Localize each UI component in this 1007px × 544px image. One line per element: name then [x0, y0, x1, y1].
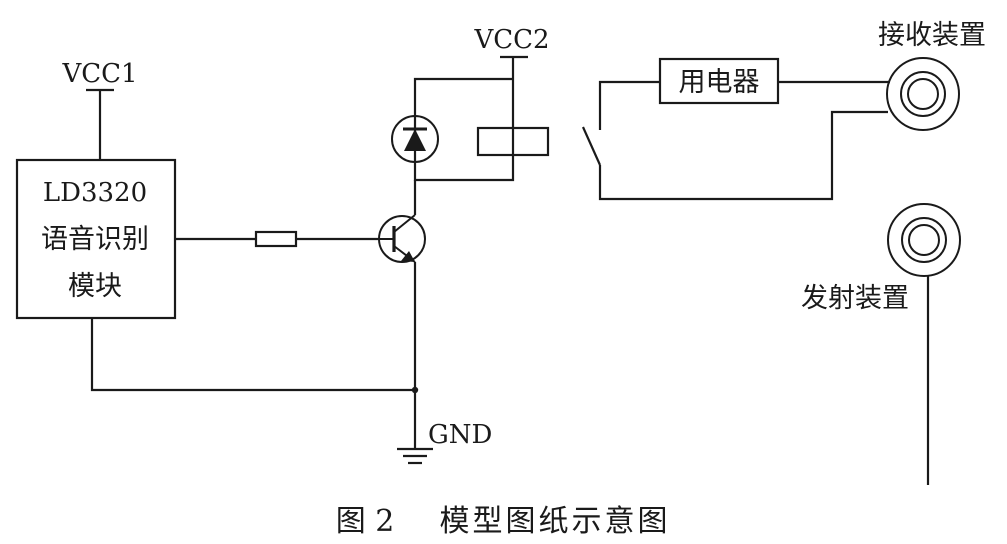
transmitter-coil-icon [887, 203, 961, 277]
relay-switch-contact [581, 126, 602, 166]
relay-coil [476, 126, 550, 157]
figure-number: 图 2 [336, 504, 395, 539]
relay-loop-wire [413, 57, 515, 182]
switch-top-wire [598, 80, 660, 130]
switch-bottom-wire [598, 110, 888, 201]
transmitter-label: 发射装置 [801, 283, 909, 314]
module-ground-wire [90, 318, 415, 392]
base-resistor [254, 230, 298, 248]
ground-junction-dot [411, 386, 419, 394]
vcc2-label: VCC2 [473, 25, 549, 55]
flyback-diode [391, 115, 439, 163]
gnd-label: GND [428, 420, 492, 450]
receiver-coil-icon [886, 57, 960, 131]
figure-caption: 模型图纸示意图 [440, 504, 671, 539]
npn-transistor [378, 214, 426, 263]
receiver-label: 接收装置 [878, 20, 986, 51]
module-label-line1: LD3320 [43, 178, 147, 208]
vcc1-label: VCC1 [61, 59, 137, 89]
module-label-line2: 语音识别 [41, 224, 149, 255]
load-label: 用电器 [679, 67, 760, 98]
module-label-line3: 模块 [68, 271, 122, 302]
